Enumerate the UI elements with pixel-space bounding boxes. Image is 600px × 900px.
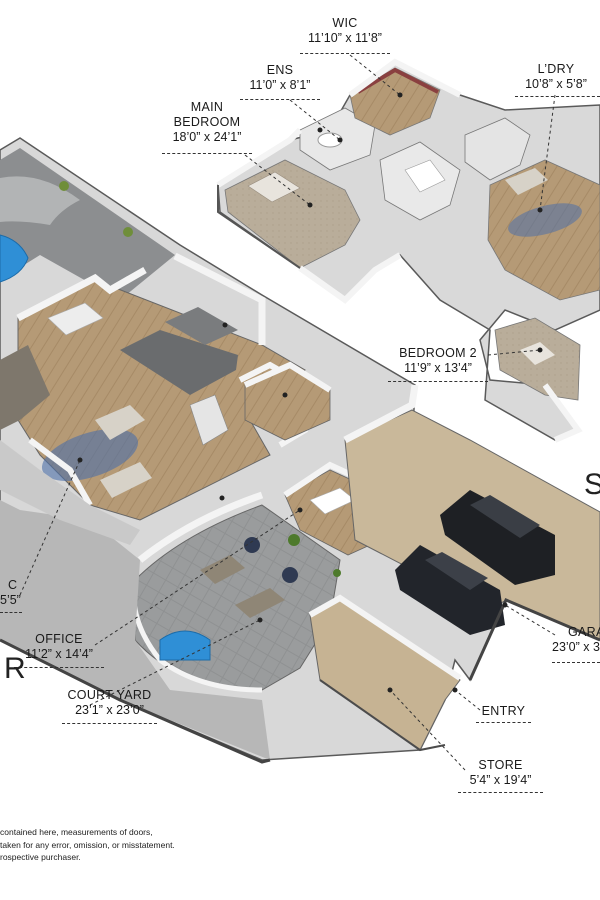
room-name: C — [8, 578, 18, 592]
label-store: STORE 5’4” x 19’4” — [458, 758, 543, 788]
room-name-line1: MAIN — [190, 100, 224, 114]
room-name-line2: BEDROOM — [173, 115, 241, 129]
label-main-bedroom: MAIN BEDROOM 18’0” x 24’1” — [162, 100, 252, 145]
room-dims: 23’0” x 3 — [552, 640, 600, 654]
disclaimer: contained here, measurements of doors, t… — [0, 826, 175, 864]
pool — [0, 234, 29, 283]
room-name: ENTRY — [481, 704, 526, 718]
room-name: WIC — [332, 16, 358, 30]
room-name: STORE — [478, 758, 523, 772]
leader-lines — [19, 54, 556, 771]
label-court-yard: COURT YARD 23’1” x 23’0” — [62, 688, 157, 718]
room-dims: 23’1” x 23’0” — [75, 703, 144, 717]
room-dims: 11’0” x 8’1” — [249, 78, 311, 92]
label-garage: GARA 23’0” x 3 — [552, 625, 600, 655]
room-name: GARA — [568, 625, 600, 639]
label-office: OFFICE 11’2” x 14’4” — [14, 632, 104, 662]
label-bedroom2: BEDROOM 2 11’9” x 13’4” — [388, 346, 488, 376]
label-laundry: L’DRY 10’8” x 5’8” — [512, 62, 600, 92]
disclaimer-line-2: taken for any error, omission, or missta… — [0, 839, 175, 850]
room-name: L’DRY — [537, 62, 575, 76]
disclaimer-line-3: rospective purchaser. — [0, 852, 81, 862]
kitchen-island — [120, 330, 238, 395]
label-partial-left: C 5’5” — [0, 578, 30, 608]
car-1 — [440, 490, 555, 585]
room-dims: 11’9” x 13’4” — [404, 361, 472, 375]
room-dims: 10’8” x 5’8” — [525, 77, 587, 91]
edge-letter-left: R — [4, 652, 26, 685]
room-name: ENS — [266, 63, 294, 77]
label-entry: ENTRY — [476, 704, 531, 719]
room-dims: 18’0” x 24’1” — [172, 130, 242, 144]
room-name: BEDROOM 2 — [399, 346, 477, 360]
room-dims: 5’4” x 19’4” — [469, 773, 532, 787]
room-dims: 11’10” x 11’8” — [308, 31, 382, 45]
label-ens: ENS 11’0” x 8’1” — [240, 63, 320, 93]
edge-letter-right: S — [584, 468, 600, 501]
driveway — [0, 500, 270, 760]
car-2 — [395, 545, 505, 635]
disclaimer-line-1: contained here, measurements of doors, — [0, 827, 153, 837]
room-name: OFFICE — [35, 632, 83, 646]
room-dims: 5’5” — [0, 593, 21, 607]
room-name: COURT YARD — [67, 688, 152, 702]
label-wic: WIC 11’10” x 11’8” — [300, 16, 390, 46]
room-dims: 11’2” x 14’4” — [25, 647, 93, 661]
leader-dots — [77, 92, 543, 693]
